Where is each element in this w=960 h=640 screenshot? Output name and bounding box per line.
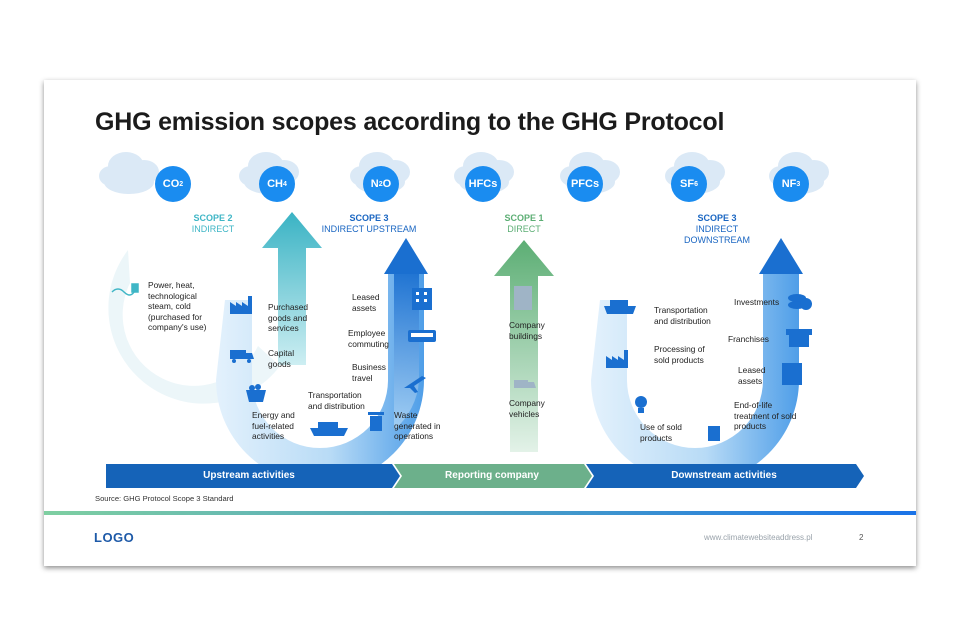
label-employee-commuting: Employee commuting — [348, 328, 389, 349]
label-company-vehicles: Company vehicles — [509, 398, 545, 419]
scope-title: SCOPE 1 — [504, 213, 544, 223]
label-transport-upstream: Transportation and distribution — [308, 390, 365, 411]
logo: LOGO — [94, 530, 135, 545]
slide-title: GHG emission scopes according to the GHG… — [95, 108, 725, 136]
label-business-travel: Business travel — [352, 362, 386, 383]
scope3-downstream-arrow-head — [759, 238, 803, 274]
cloud — [99, 152, 159, 194]
scope-subtitle: INDIRECT UPSTREAM — [321, 224, 417, 234]
gas-subscript: 2 — [378, 180, 383, 188]
label-franchises: Franchises — [728, 334, 769, 344]
label-processing-sold-products: Processing of sold products — [654, 344, 705, 365]
banner-downstream-label: Downstream activities — [671, 470, 777, 481]
plane-icon — [404, 376, 426, 393]
label-purchased-goods: Purchased goods and services — [268, 302, 309, 333]
scope-title: SCOPE 2 — [193, 213, 233, 223]
scope1-arrow — [494, 240, 554, 452]
label-end-of-life: End-of-life treatment of sold products — [734, 400, 797, 431]
gas-base: N — [370, 178, 379, 190]
gas-base: CH — [267, 178, 283, 190]
gas-subscript: 4 — [282, 180, 287, 188]
label-company-buildings: Company buildings — [509, 320, 545, 341]
scope3-downstream-arc — [591, 270, 799, 484]
label-capital-goods: Capital goods — [268, 348, 295, 369]
scope2-arc — [108, 250, 280, 404]
factory-icon — [606, 350, 628, 368]
gas-base: NF — [781, 178, 797, 190]
recycle-icon — [708, 426, 720, 441]
building-icon — [514, 286, 532, 310]
slide: GHG emission scopes according to the GHG… — [44, 80, 916, 566]
gas-base: HFCs — [468, 178, 498, 190]
label-energy-fuel: Energy and fuel-related activities — [252, 410, 295, 441]
factory-icon — [230, 296, 252, 314]
scope-title: SCOPE 3 — [349, 213, 389, 223]
gas-base: SF — [680, 178, 695, 190]
banner-reporting-label: Reporting company — [445, 470, 539, 481]
label-waste: Waste generated in operations — [394, 410, 441, 441]
banner-upstream-shape — [106, 464, 400, 488]
label-use-sold-products: Use of sold products — [640, 422, 682, 443]
plug-icon — [111, 283, 139, 296]
scope-title: SCOPE 3 — [697, 213, 737, 223]
scope2-arrow — [262, 212, 322, 365]
bus-icon — [408, 330, 436, 342]
gas-hfcs-badge: HFCs — [465, 166, 501, 202]
truck-icon — [230, 350, 254, 363]
trash-icon — [368, 412, 384, 431]
label-leased-assets-upstream: Leased assets — [352, 292, 380, 313]
gas-subscript: 2 — [179, 180, 184, 188]
ship-icon — [310, 422, 348, 436]
gas-subscript: 6 — [694, 180, 698, 188]
label-power-heat: Power, heat, technological steam, cold (… — [148, 280, 207, 332]
ship-icon — [604, 300, 636, 314]
scope3-upstream-arrow-head — [384, 238, 428, 274]
label-transport-downstream: Transportation and distribution — [654, 305, 711, 326]
label-leased-assets-downstream: Leased assets — [738, 365, 766, 386]
gas-base: CO — [162, 178, 180, 190]
scope-subtitle: DIRECT — [507, 224, 541, 234]
gas-tail: O — [382, 178, 392, 190]
banner-downstream-shape — [586, 464, 864, 488]
truck-icon — [514, 380, 536, 388]
gas-pfcs-badge: PFCs — [567, 166, 603, 202]
scope-subtitle: INDIRECT DOWNSTREAM — [684, 224, 750, 245]
scope3-upstream-shaft — [394, 274, 419, 430]
gas-subscript: 3 — [796, 180, 801, 188]
website-address: www.climatewebsiteaddress.pl — [704, 533, 813, 542]
gas-base: PFCs — [570, 178, 600, 190]
scope-subtitle: INDIRECT — [191, 224, 235, 234]
building-icon — [782, 363, 802, 385]
coins-icon — [788, 294, 812, 310]
banner-upstream-label: Upstream activities — [203, 470, 295, 481]
building-icon — [412, 288, 432, 310]
page-number: 2 — [859, 533, 864, 542]
lightbulb-icon — [635, 396, 647, 413]
footer-divider — [44, 511, 916, 515]
scope3-upstream-arc — [216, 270, 424, 484]
coal-cart-icon — [246, 384, 266, 402]
source-note: Source: GHG Protocol Scope 3 Standard — [95, 494, 234, 503]
shop-icon — [786, 329, 812, 347]
clouds — [99, 152, 829, 194]
label-investments: Investments — [734, 297, 780, 307]
banner-reporting-shape — [394, 464, 592, 488]
